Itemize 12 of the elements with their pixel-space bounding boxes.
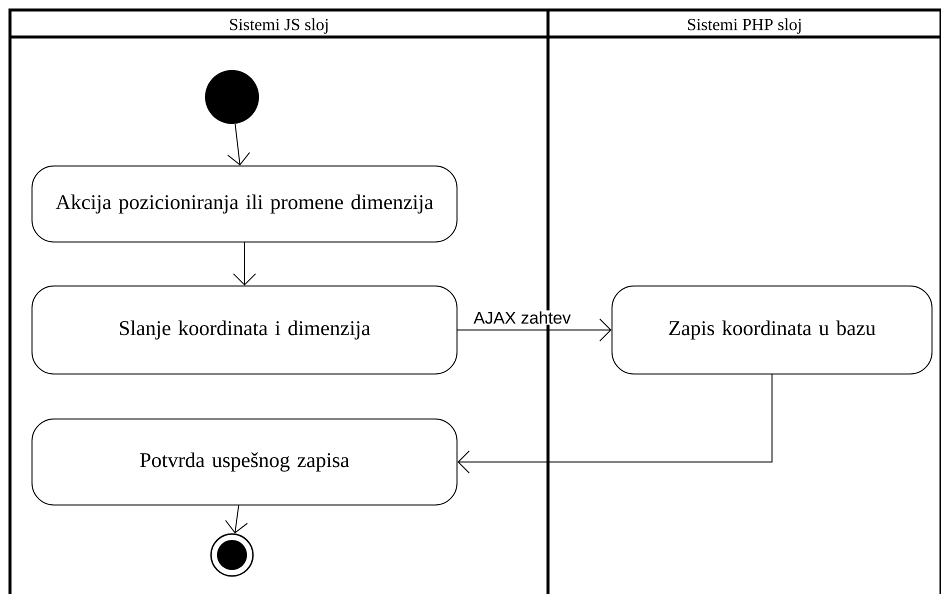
arrow xyxy=(457,318,612,342)
activity-box: Zapis koordinata u bazu xyxy=(612,286,933,374)
arrow xyxy=(458,374,772,474)
arrow xyxy=(227,124,250,166)
arrow xyxy=(225,505,248,534)
activity-box: Akcija pozicioniranja ili promene dimenzija xyxy=(32,166,458,242)
end-node xyxy=(210,533,254,577)
start-node xyxy=(205,70,259,124)
activity-box: Slanje koordinata i dimenzija xyxy=(32,286,458,374)
arrow xyxy=(233,242,256,286)
edge-label: AJAX zahtev xyxy=(472,310,572,325)
activity-box: Potvrda uspešnog zapisa xyxy=(32,418,458,506)
